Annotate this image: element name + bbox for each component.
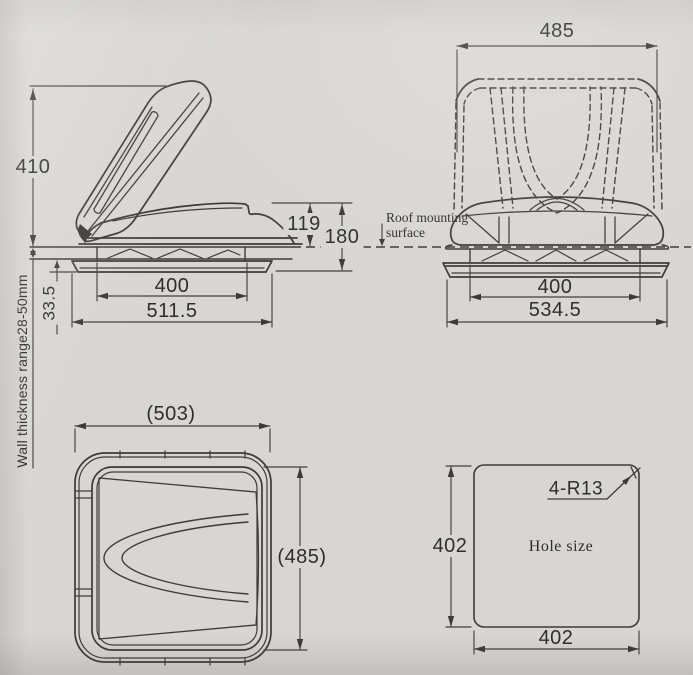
- dim-side-lid-height: 119: [283, 213, 325, 235]
- side-garnish: [71, 260, 273, 273]
- dim-side-garnish-drop: 33.5: [39, 281, 59, 325]
- dim-hole-height: 402: [428, 535, 472, 557]
- front-base-outline: [449, 196, 665, 246]
- plan-view: [74, 450, 272, 666]
- dim-hole-width: 402: [538, 627, 574, 649]
- dim-front-lid-width: 485: [539, 20, 575, 42]
- roof-mounting-surface-line2: surface: [386, 225, 425, 240]
- wall-thickness-note: Wall thickness range28-50mm: [14, 274, 30, 468]
- hole-view: [473, 464, 641, 628]
- dim-side-height-open: 410: [11, 156, 55, 178]
- side-lid-slot: [93, 111, 159, 214]
- plan-outer-rim: [74, 452, 272, 663]
- dim-side-garnish-width: 511.5: [146, 300, 198, 322]
- side-lid-open-outline: [75, 80, 212, 243]
- side-view: [29, 80, 303, 273]
- hole-corner-radius-label: 4-R13: [548, 478, 604, 500]
- hole-outline: [473, 464, 640, 628]
- side-base-outline: [100, 202, 295, 244]
- roof-mounting-surface-label: Roof mounting surface: [386, 210, 468, 240]
- plan-dome-ridge: [103, 513, 249, 603]
- roof-mounting-surface-line1: Roof mounting: [386, 210, 469, 225]
- side-hinge: [78, 224, 92, 241]
- front-view: [442, 78, 670, 278]
- hole-size-caption: Hole size: [528, 538, 594, 555]
- dim-plan-overall-width: (503): [146, 403, 196, 425]
- dim-plan-overall-depth: (485): [273, 546, 331, 568]
- dim-front-neck-width: 400: [537, 276, 573, 298]
- dim-front-garnish-width: 534.5: [528, 299, 582, 321]
- plan-hinge-marks: [75, 490, 93, 597]
- dim-side-neck-width: 400: [154, 275, 190, 297]
- dimension-lines: [29, 42, 668, 655]
- dim-side-overall-height: 180: [320, 226, 364, 248]
- front-garnish: [442, 262, 670, 278]
- plan-lid-edge: [91, 466, 263, 651]
- front-lid-phantom: [453, 78, 663, 214]
